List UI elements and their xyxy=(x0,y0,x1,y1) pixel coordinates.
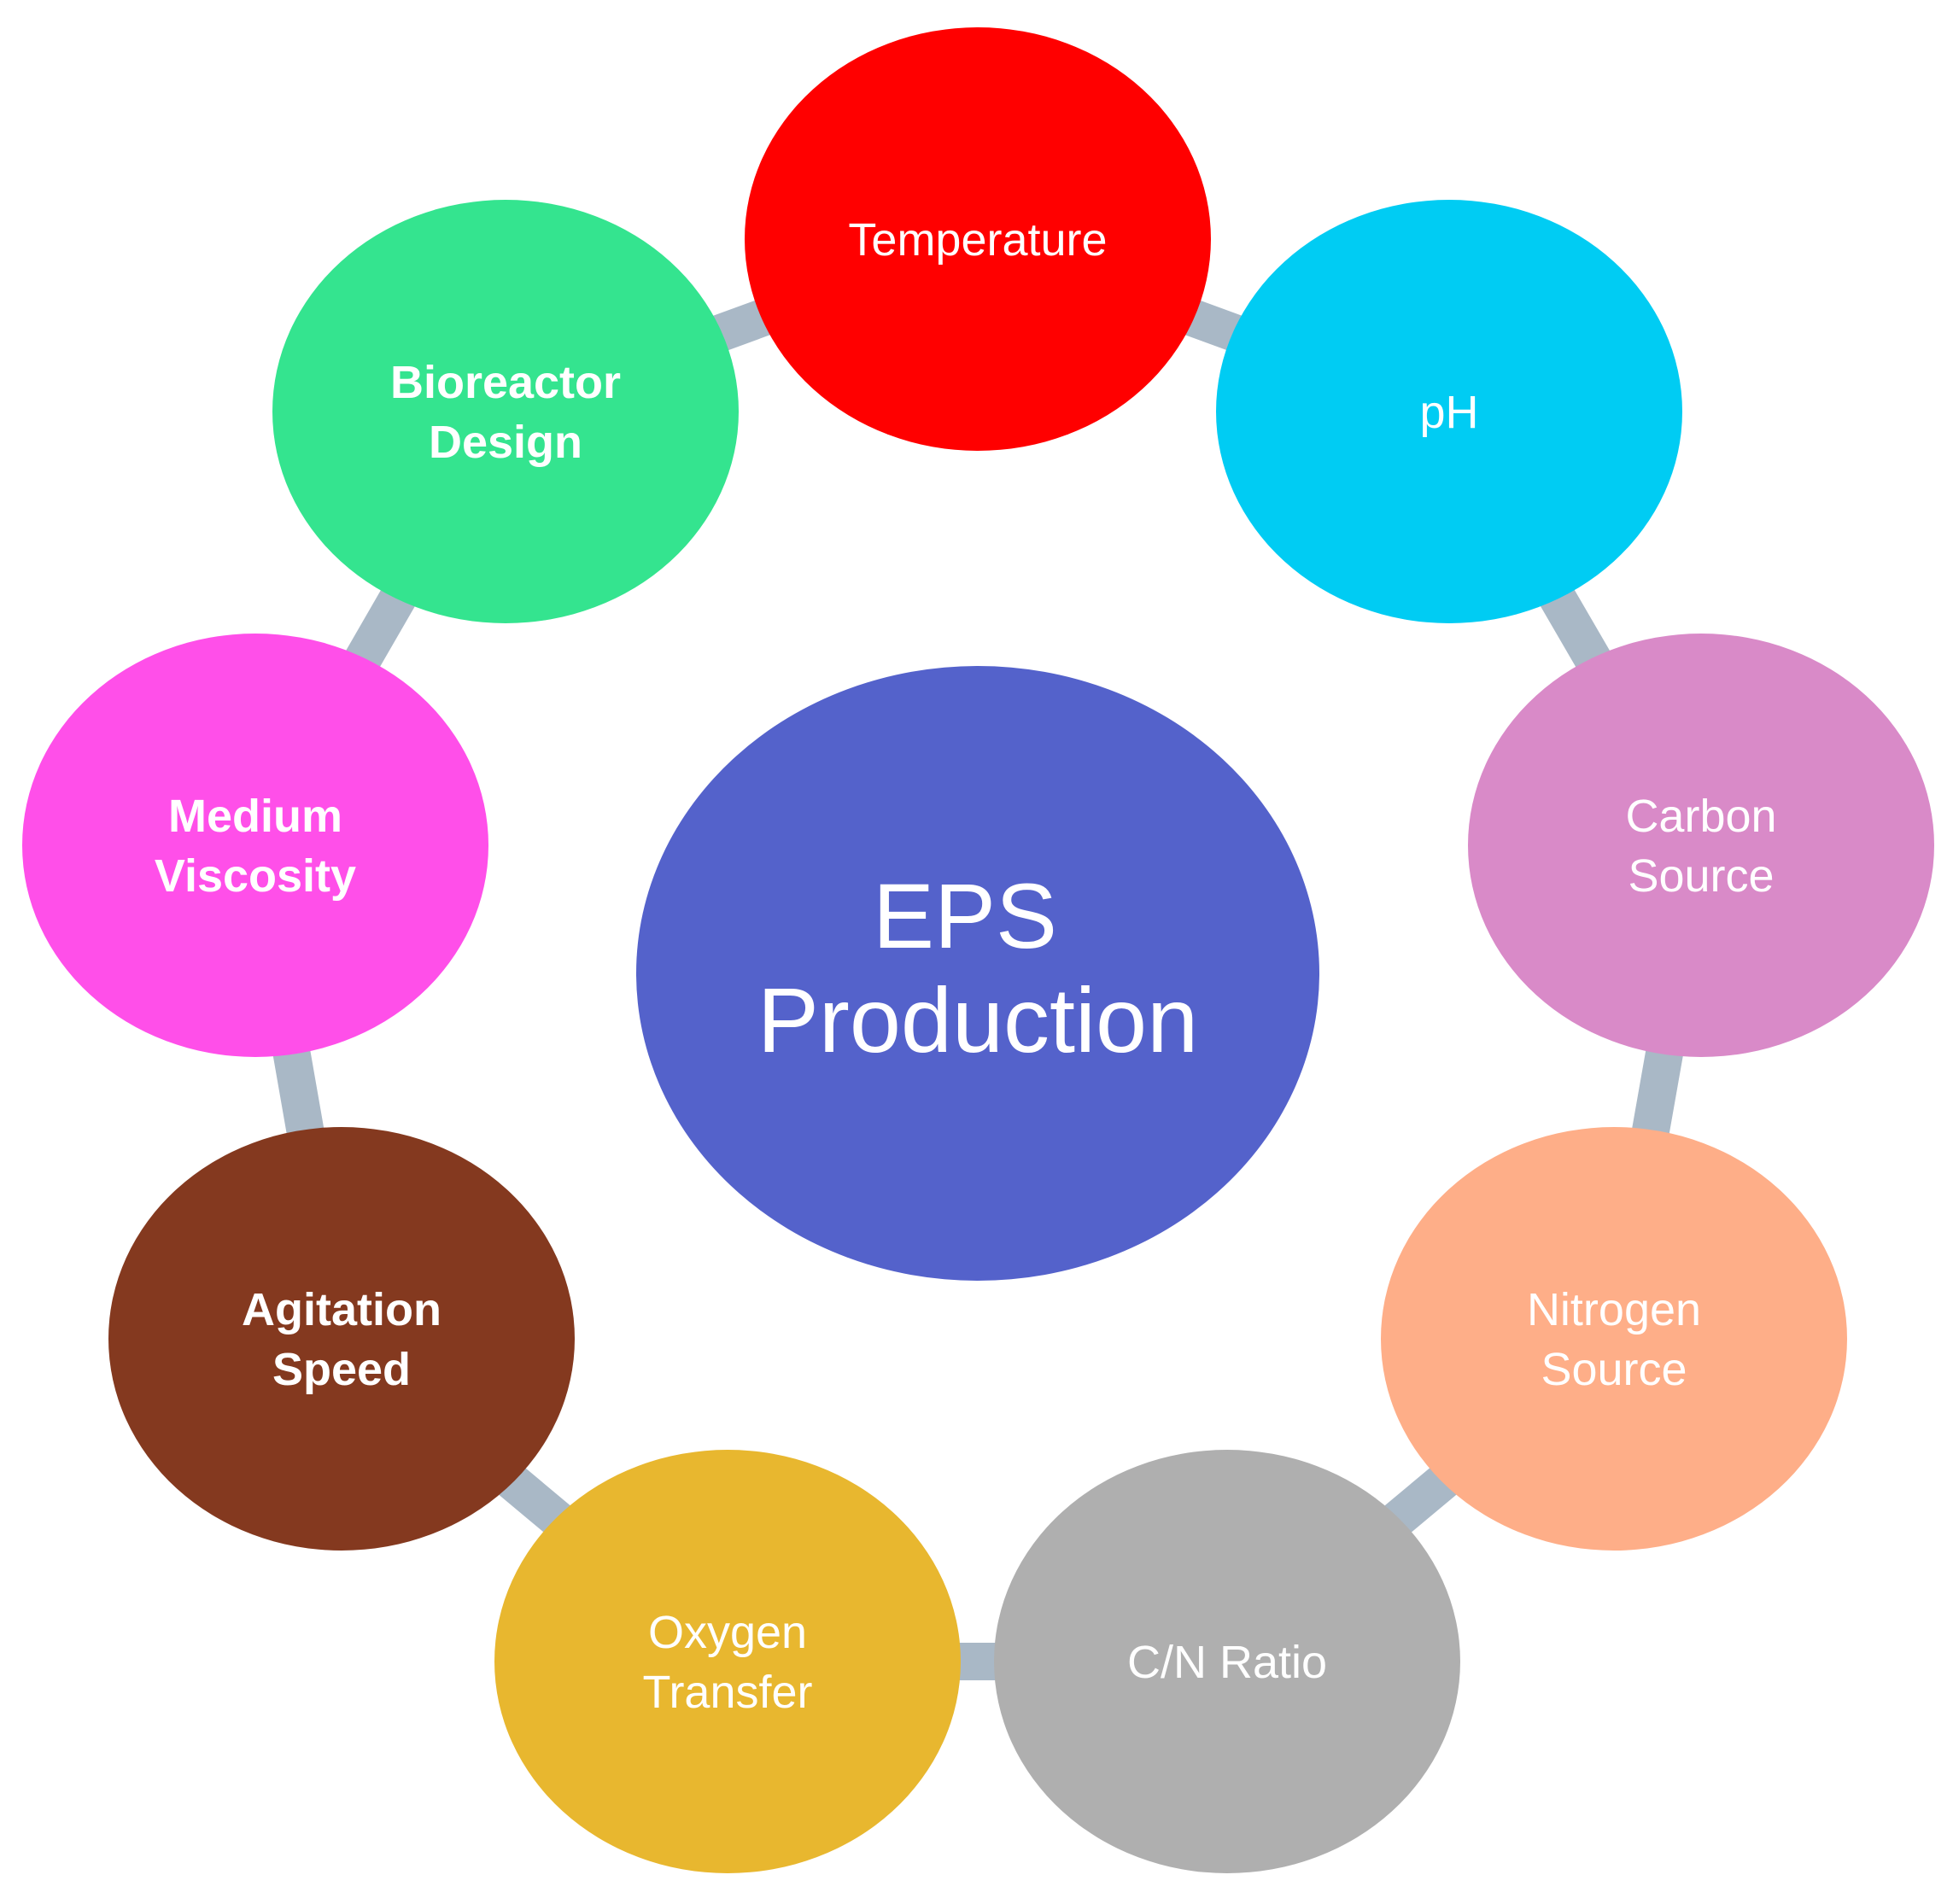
node-ellipse-agitation-speed xyxy=(108,1127,575,1551)
node-ellipse-bioreactor-design xyxy=(272,200,739,623)
node-ellipse-nitrogen-source xyxy=(1381,1127,1847,1551)
center-label-line: Production xyxy=(757,968,1198,1072)
center-ellipse xyxy=(636,666,1319,1281)
node-ellipse-medium-viscosity xyxy=(22,634,488,1057)
center-label: EPS Production xyxy=(757,864,1198,1072)
node-ph: pH xyxy=(1216,200,1682,623)
node-label-line: C/N Ratio xyxy=(1127,1637,1327,1688)
node-label-line: Carbon xyxy=(1625,791,1776,842)
node-label-line: Bioreactor xyxy=(390,357,621,408)
node-label-line: Viscosity xyxy=(155,850,356,902)
node-ellipse-cn-ratio xyxy=(994,1450,1460,1873)
node-label-line: Speed xyxy=(272,1344,411,1395)
node-label-line: Oxygen xyxy=(648,1607,807,1658)
center-label-line: EPS xyxy=(873,864,1057,967)
node-label-line: Temperature xyxy=(848,214,1107,266)
node-label-ph: pH xyxy=(1419,387,1478,438)
node-label-line: Design xyxy=(429,417,582,468)
node-label-temperature: Temperature xyxy=(848,214,1107,266)
node-label-line: Source xyxy=(1628,850,1774,902)
node-label-line: Medium xyxy=(168,791,342,842)
node-label-cn-ratio: C/N Ratio xyxy=(1127,1637,1327,1688)
node-cn-ratio: C/N Ratio xyxy=(994,1450,1460,1873)
node-ellipse-carbon-source xyxy=(1468,634,1934,1057)
node-label-line: Nitrogen xyxy=(1527,1284,1701,1335)
node-label-line: pH xyxy=(1419,387,1478,438)
node-temperature: Temperature xyxy=(745,27,1211,451)
node-label-line: Transfer xyxy=(642,1667,812,1718)
node-ellipse-oxygen-transfer xyxy=(494,1450,961,1873)
node-label-line: Agitation xyxy=(242,1284,441,1335)
node-label-line: Source xyxy=(1541,1344,1687,1395)
node-ellipse-temperature xyxy=(745,27,1211,451)
node-ellipse-ph xyxy=(1216,200,1682,623)
center-node: EPS Production xyxy=(636,666,1319,1281)
